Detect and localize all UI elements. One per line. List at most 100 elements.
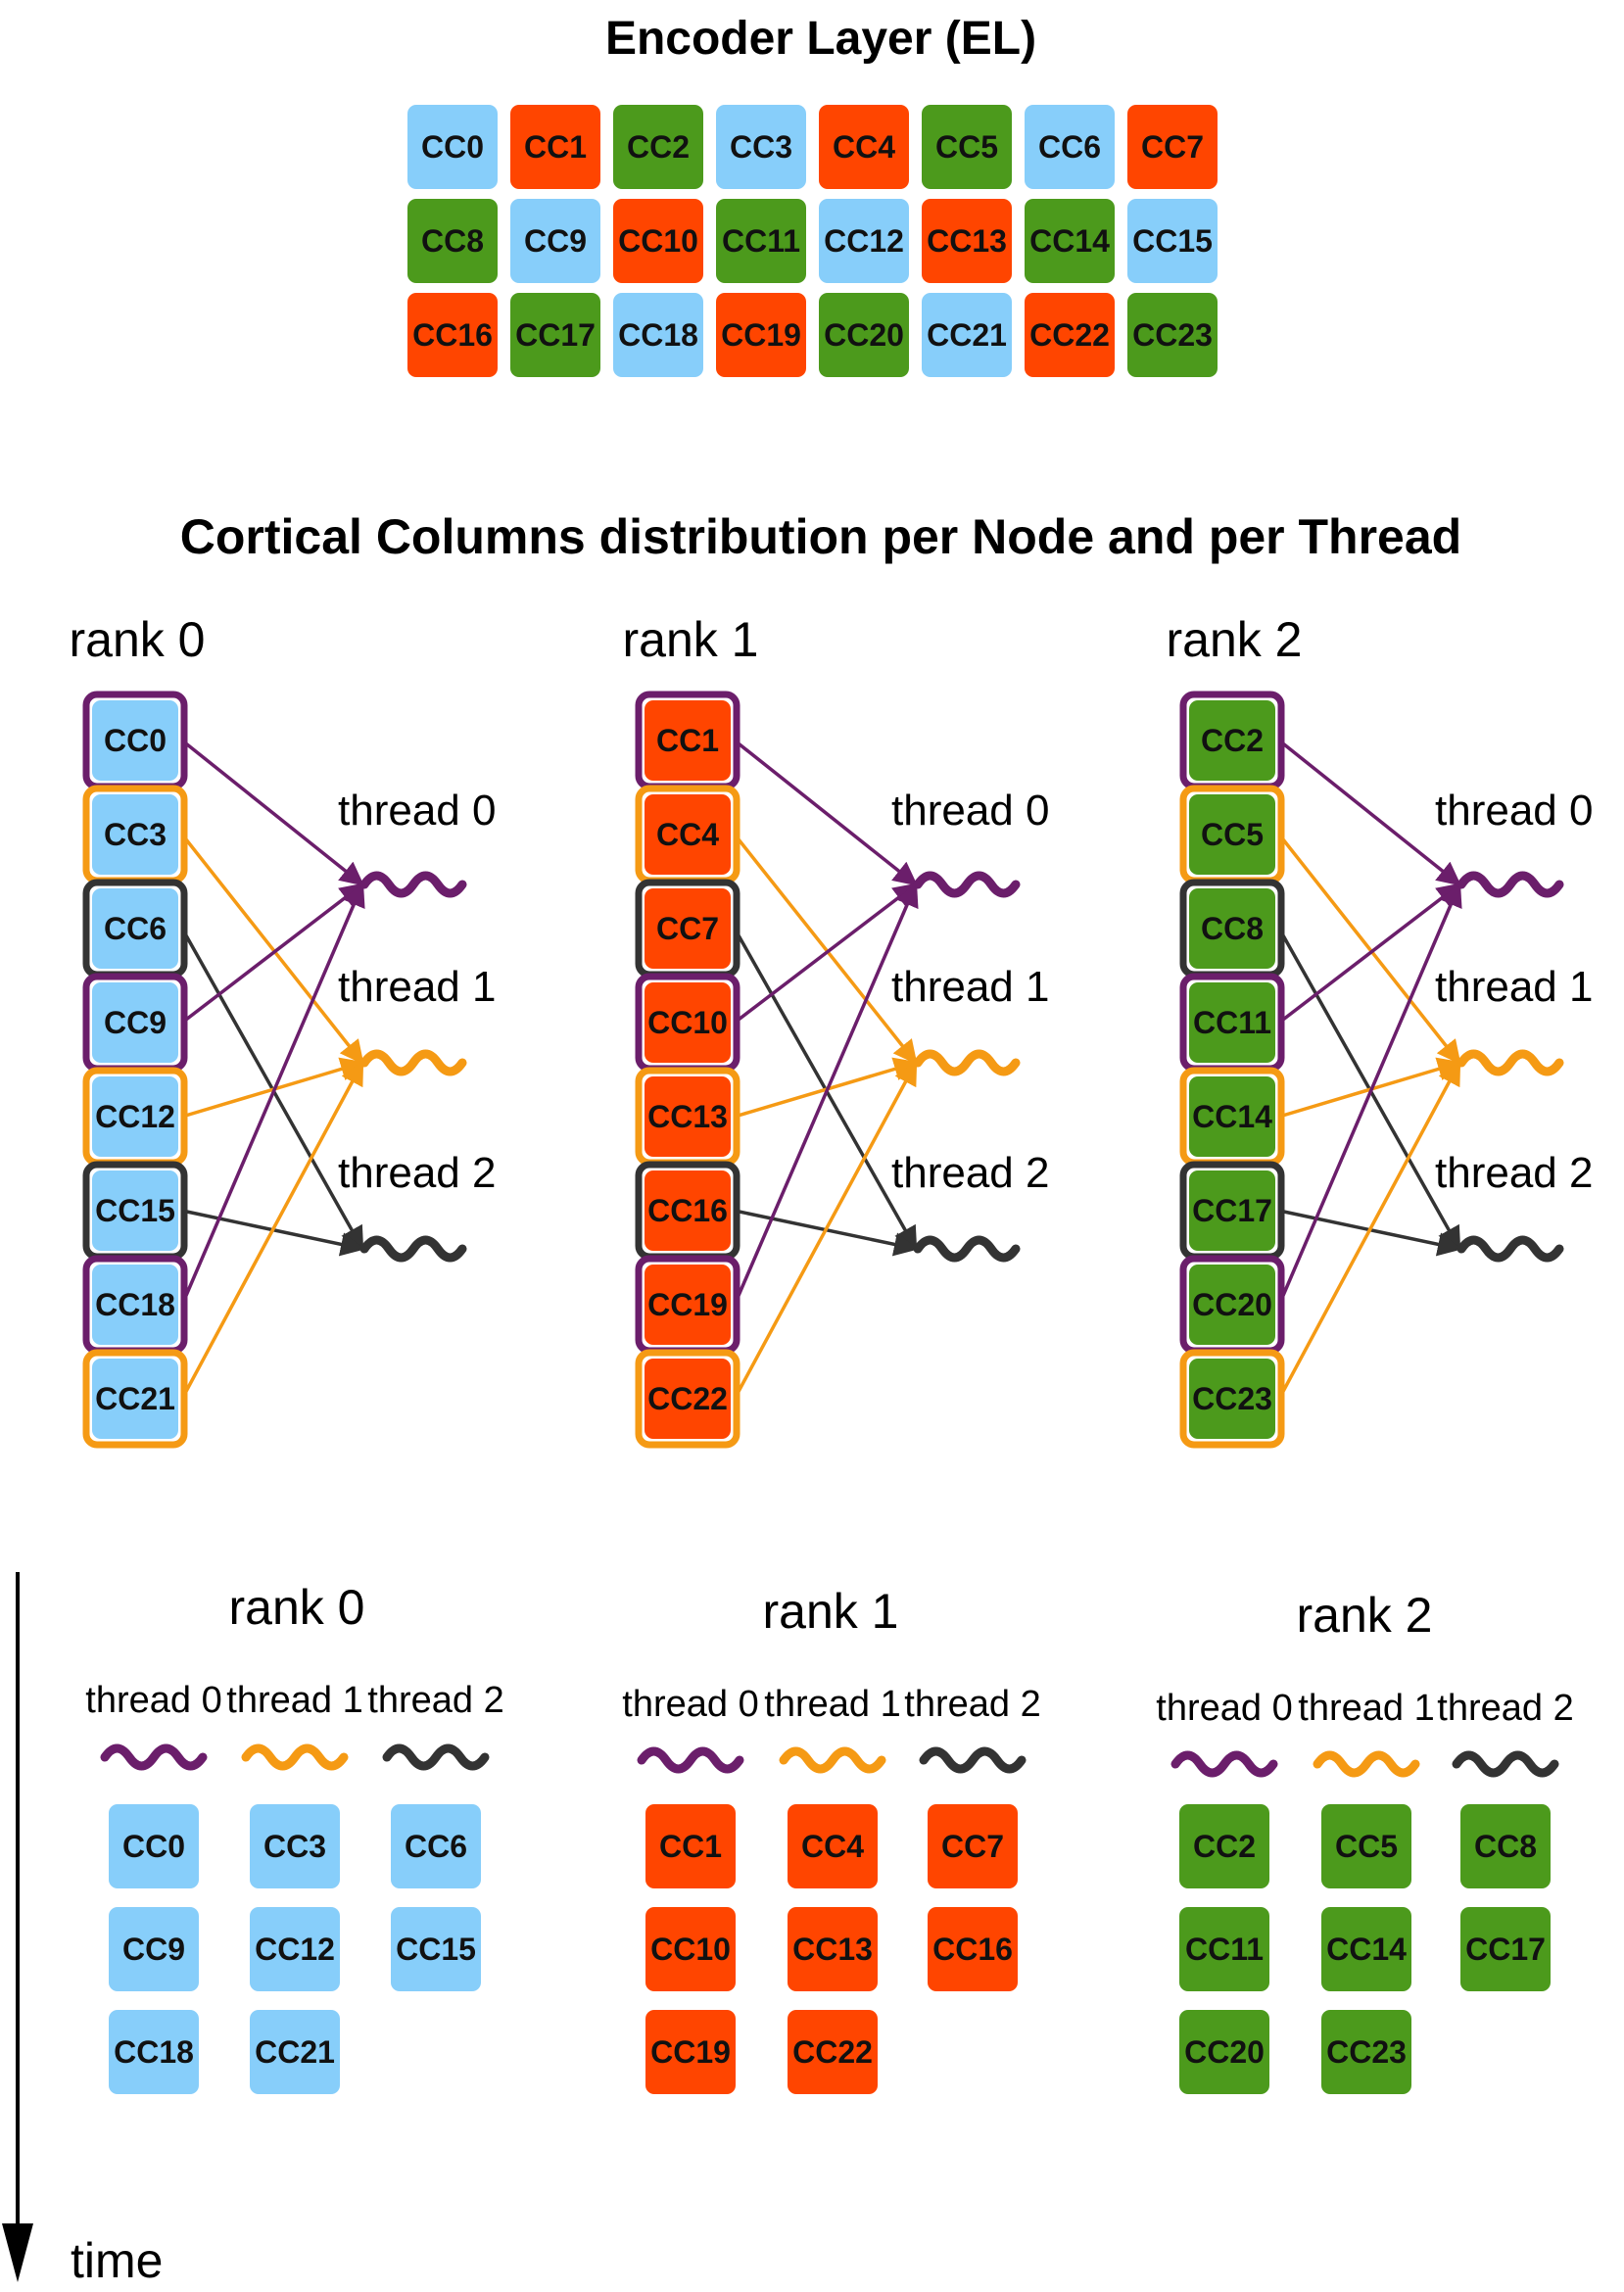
assignment-arrow-cc3 xyxy=(180,833,364,1065)
cc-label: CC11 xyxy=(722,223,800,259)
encoder-layer-title: Encoder Layer (EL) xyxy=(605,13,1036,65)
rank-cc-cc9: CC9 xyxy=(82,973,188,1073)
rank-distribution-section: rank 0CC0CC3CC6CC9CC12CC15CC18CC21thread… xyxy=(70,612,1593,1449)
thread-assignment-arrows xyxy=(180,739,365,1400)
timeline-cc-cc13: CC13 xyxy=(788,1907,878,1991)
thread-label: thread 1 xyxy=(338,963,496,1011)
encoder-cc-cc4: CC4 xyxy=(819,105,909,189)
encoder-cc-cc18: CC18 xyxy=(613,293,703,377)
timeline-cc-cc11: CC11 xyxy=(1179,1907,1269,1991)
cc-label: CC18 xyxy=(618,317,698,353)
thread-label: thread 2 xyxy=(338,1149,496,1197)
cc-label: CC5 xyxy=(1201,817,1264,852)
thread-2-icon xyxy=(1457,1235,1564,1263)
cc-box-fill xyxy=(250,1804,340,1888)
cc-box-fill xyxy=(819,199,909,283)
cc-label: CC22 xyxy=(647,1381,728,1416)
rank-block-0: rank 0CC0CC3CC6CC9CC12CC15CC18CC21thread… xyxy=(70,612,496,1449)
cc-box-fill xyxy=(1460,1907,1551,1991)
thread-label: thread 2 xyxy=(367,1680,503,1721)
encoder-cc-cc20: CC20 xyxy=(819,293,909,377)
cc-box-fill xyxy=(1127,199,1218,283)
rank-cc-cc8: CC8 xyxy=(1179,879,1285,979)
cc-box-fill xyxy=(1189,1265,1275,1345)
cc-label: CC4 xyxy=(801,1829,864,1864)
thread-label: thread 2 xyxy=(1435,1149,1593,1197)
assignment-arrow-cc13 xyxy=(734,1057,919,1119)
cc-label: CC10 xyxy=(647,1005,728,1040)
timeline-cc-cc1: CC1 xyxy=(645,1804,736,1888)
cc-label: CC16 xyxy=(412,317,493,353)
encoder-cc-cc17: CC17 xyxy=(510,293,600,377)
cc-label: CC8 xyxy=(1201,911,1264,946)
thread-2-icon xyxy=(359,1235,467,1263)
encoder-cc-cc10: CC10 xyxy=(613,199,703,283)
cc-box-fill xyxy=(1189,1076,1275,1157)
assignment-arrow-cc11 xyxy=(1277,883,1461,1025)
rank-cc-cc22: CC22 xyxy=(635,1349,740,1449)
cc-label: CC8 xyxy=(421,223,484,259)
cc-label: CC9 xyxy=(104,1005,167,1040)
cc-label: CC7 xyxy=(1141,129,1204,165)
assignment-arrow-cc18 xyxy=(180,882,365,1306)
thread-1-icon xyxy=(359,1049,467,1076)
thread-label: thread 2 xyxy=(904,1684,1040,1725)
assignment-arrow-cc2 xyxy=(1277,739,1461,886)
rank-label: rank 2 xyxy=(1297,1588,1433,1643)
cc-box-fill xyxy=(716,199,806,283)
assignment-arrow-cc20 xyxy=(1277,882,1462,1306)
thread-label: thread 1 xyxy=(764,1684,900,1725)
cc-box-fill xyxy=(1189,1170,1275,1251)
cc-box-fill xyxy=(92,794,178,875)
assignment-arrow-cc14 xyxy=(1278,1057,1462,1119)
cc-label: CC14 xyxy=(1029,223,1110,259)
cc-label: CC16 xyxy=(647,1193,728,1228)
rank-cc-cc4: CC4 xyxy=(635,785,740,884)
thread-label: thread 0 xyxy=(1156,1688,1292,1729)
cc-box-fill xyxy=(1189,1359,1275,1439)
thread-1-icon xyxy=(1457,1049,1564,1076)
timeline-cc-cc17: CC17 xyxy=(1460,1907,1551,1991)
cc-box-fill xyxy=(613,199,703,283)
rank-cc-cc6: CC6 xyxy=(82,879,188,979)
cc-box-fill xyxy=(645,1170,731,1251)
rank-cc-cc23: CC23 xyxy=(1179,1349,1285,1449)
cc-box-fill xyxy=(250,1907,340,1991)
rank-label: rank 2 xyxy=(1167,612,1303,667)
encoder-cc-cc15: CC15 xyxy=(1127,199,1218,283)
timeline-cc-cc7: CC7 xyxy=(928,1804,1018,1888)
cc-label: CC20 xyxy=(1184,2034,1265,2070)
assignment-arrow-cc23 xyxy=(1277,1060,1461,1400)
cc-box-fill xyxy=(1321,2010,1411,2094)
cc-box-fill xyxy=(391,1804,481,1888)
cc-box-fill xyxy=(928,1804,1018,1888)
cc-label: CC18 xyxy=(95,1287,175,1322)
cc-label: CC2 xyxy=(1193,1829,1256,1864)
encoder-cc-cc0: CC0 xyxy=(407,105,498,189)
thread-2-icon xyxy=(1452,1750,1559,1778)
thread-2-icon xyxy=(382,1743,490,1771)
encoder-cc-cc12: CC12 xyxy=(819,199,909,283)
cc-box-fill xyxy=(510,293,600,377)
thread-label: thread 1 xyxy=(891,963,1049,1011)
cc-box-fill xyxy=(645,1076,731,1157)
cc-label: CC14 xyxy=(1192,1099,1272,1134)
thread-label: thread 0 xyxy=(1435,787,1593,835)
time-axis: time xyxy=(2,1572,163,2288)
cc-label: CC15 xyxy=(1132,223,1213,259)
cc-box-fill xyxy=(645,1265,731,1345)
rank-label: rank 0 xyxy=(229,1580,365,1635)
encoder-cc-cc11: CC11 xyxy=(716,199,806,283)
encoder-cc-cc9: CC9 xyxy=(510,199,600,283)
cc-box-fill xyxy=(1179,1804,1269,1888)
assignment-arrow-cc4 xyxy=(733,833,918,1065)
timeline-cc-cc3: CC3 xyxy=(250,1804,340,1888)
cc-box-fill xyxy=(407,199,498,283)
cc-box-fill xyxy=(1189,982,1275,1063)
encoder-cc-cc22: CC22 xyxy=(1025,293,1115,377)
cc-box-fill xyxy=(922,105,1012,189)
rank-cc-cc20: CC20 xyxy=(1179,1255,1285,1355)
thread-1-icon xyxy=(1313,1750,1420,1778)
